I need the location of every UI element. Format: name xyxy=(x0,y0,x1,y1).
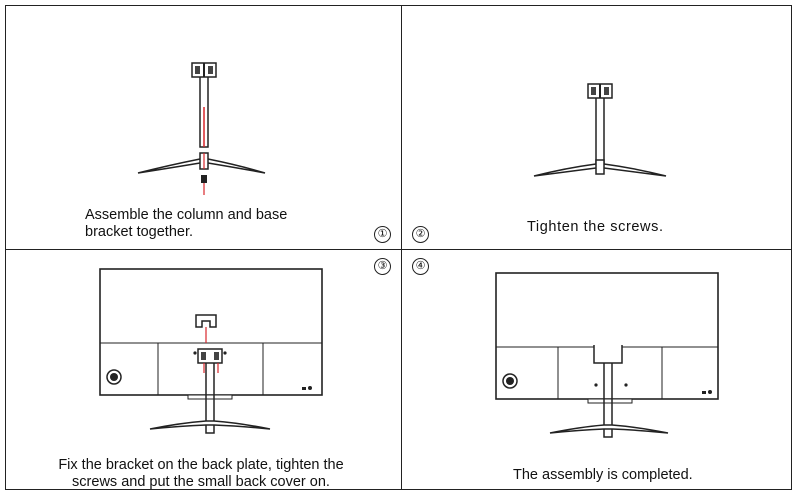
step1-caption-line1: Assemble the column and base xyxy=(85,207,288,223)
stand-assembly-illustration xyxy=(137,62,266,195)
monitor-completed-illustration xyxy=(495,272,719,438)
monitor-back-fixing-illustration xyxy=(99,268,323,434)
grid-border xyxy=(5,5,792,490)
stand-tightened-illustration xyxy=(533,83,667,177)
grid-divider-horizontal xyxy=(5,249,792,250)
step4-caption-line1: The assembly is completed. xyxy=(513,467,693,483)
instruction-grid xyxy=(5,5,792,490)
step4-number: ④ xyxy=(412,258,429,275)
step1-caption-line2: bracket together. xyxy=(85,224,194,240)
step3-caption-line2: screws and put the small back cover on. xyxy=(72,474,330,490)
step4-caption: The assembly is completed. xyxy=(513,467,693,484)
grid-divider-vertical xyxy=(401,5,402,490)
step3-number: ③ xyxy=(374,258,391,275)
step2-number: ② xyxy=(412,226,429,243)
step1-caption: Assemble the column and base bracket tog… xyxy=(85,207,287,241)
step2-caption-line1: Tighten the screws. xyxy=(527,219,664,235)
step3-caption: Fix the bracket on the back plate, tight… xyxy=(32,457,370,491)
step2-caption: Tighten the screws. xyxy=(527,219,664,236)
step3-caption-line1: Fix the bracket on the back plate, tight… xyxy=(58,457,344,473)
step1-number: ① xyxy=(374,226,391,243)
